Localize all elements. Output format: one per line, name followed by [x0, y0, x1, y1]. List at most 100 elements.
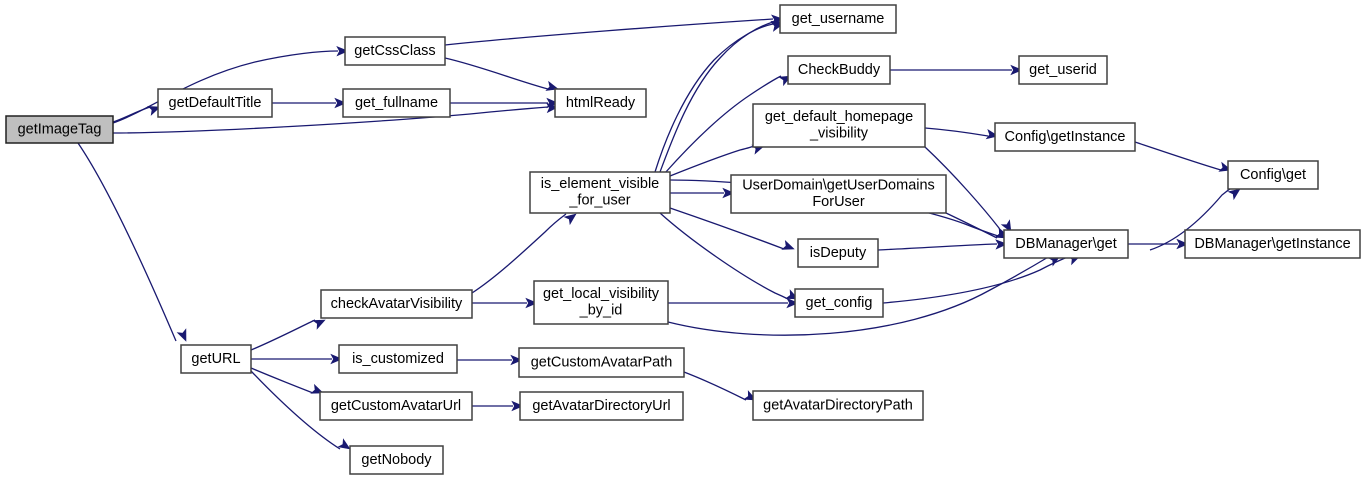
node-get_username[interactable]: get_username	[779, 4, 897, 34]
edge-getCustomAvatarPath-to-getAvatarDirectoryPath	[683, 371, 747, 401]
node-getNobody[interactable]: getNobody	[349, 445, 444, 475]
node-DBManagerget[interactable]: DBManager\get	[1003, 229, 1129, 259]
node-get_default_homepage_visibility[interactable]: get_default_homepage_visibility	[752, 103, 926, 148]
node-box-getImageTag[interactable]	[5, 115, 114, 144]
node-get_fullname[interactable]: get_fullname	[342, 88, 451, 118]
node-box-getAvatarDirectoryPath[interactable]	[752, 390, 924, 421]
node-box-get_fullname[interactable]	[342, 88, 451, 118]
node-label-is_element_visible_for_user: _for_user	[568, 193, 630, 209]
node-box-getCustomAvatarPath[interactable]	[518, 347, 685, 378]
node-label-getCssClass: getCssClass	[354, 43, 435, 59]
edge-is_element_visible_for_user-to-CheckBuddy	[664, 75, 782, 174]
node-get_config[interactable]: get_config	[794, 288, 884, 318]
edge-ConfiggetInstance-to-Configget	[1134, 141, 1222, 171]
node-getCssClass[interactable]: getCssClass	[344, 36, 446, 66]
node-getURL[interactable]: getURL	[180, 344, 252, 374]
arrowhead-isDeputy-to-DBManagerget	[995, 239, 1008, 250]
edge-is_element_visible_for_user-to-get_default_homepage_visibility	[669, 145, 755, 177]
arrowhead-getImageTag-to-getURL	[176, 328, 187, 342]
arrowhead-checkAvatarVisibility-to-get_local_visibility_by_id	[525, 297, 538, 309]
node-checkAvatarVisibility[interactable]: checkAvatarVisibility	[320, 289, 473, 319]
arrowhead-getURL-to-is_customized	[330, 353, 343, 365]
node-is_element_visible_for_user[interactable]: is_element_visible_for_user	[529, 171, 671, 214]
node-box-getURL[interactable]	[180, 344, 252, 374]
arrowhead-getCssClass-to-htmlReady	[545, 80, 559, 91]
node-get_local_visibility_by_id[interactable]: get_local_visibility_by_id	[533, 280, 669, 325]
node-ConfiggetInstance[interactable]: Config\getInstance	[994, 122, 1136, 152]
node-box-getDefaultTitle[interactable]	[157, 88, 273, 118]
node-layer: getImageTag getCssClass getDefaultTitle get…	[5, 4, 1361, 475]
node-label-htmlReady: htmlReady	[566, 95, 636, 111]
edge-getImageTag-to-htmlReady	[112, 106, 549, 134]
arrowhead-getCustomAvatarUrl-to-getAvatarDirectoryUrl	[511, 400, 524, 412]
node-label-getCustomAvatarUrl: getCustomAvatarUrl	[331, 398, 461, 414]
node-box-is_element_visible_for_user[interactable]	[529, 171, 671, 214]
edge-getURL-to-checkAvatarVisibility	[250, 319, 316, 351]
node-box-htmlReady[interactable]	[554, 88, 647, 118]
node-box-is_customized[interactable]	[338, 344, 458, 374]
edge-getImageTag-to-getURL	[77, 142, 177, 342]
edge-is_element_visible_for_user-to-isDeputy	[669, 207, 785, 250]
node-getAvatarDirectoryPath[interactable]: getAvatarDirectoryPath	[752, 390, 924, 421]
edge-UserDomaingetUserDomainsForUser-to-DBManagerget	[945, 212, 998, 239]
node-getCustomAvatarPath[interactable]: getCustomAvatarPath	[518, 347, 685, 378]
node-box-get_config[interactable]	[794, 288, 884, 318]
node-DBManagergetInstance[interactable]: DBManager\getInstance	[1184, 229, 1361, 259]
node-box-getAvatarDirectoryUrl[interactable]	[519, 391, 684, 421]
arrowhead-is_element_visible_for_user-to-UserDomaingetUserDomainsForUser	[722, 187, 735, 199]
node-label-is_element_visible_for_user: is_element_visible	[541, 176, 659, 192]
node-box-DBManagergetInstance[interactable]	[1184, 229, 1361, 259]
edge-checkAvatarVisibility-to-is_element_visible_for_user	[471, 213, 567, 294]
edge-getURL-to-getNobody	[250, 370, 341, 450]
node-getCustomAvatarUrl[interactable]: getCustomAvatarUrl	[319, 391, 473, 421]
node-box-get_userid[interactable]	[1018, 55, 1108, 85]
arrowhead-getURL-to-getCustomAvatarUrl	[310, 383, 324, 394]
node-getImageTag[interactable]: getImageTag	[5, 115, 114, 144]
node-box-isDeputy[interactable]	[797, 238, 879, 268]
node-htmlReady[interactable]: htmlReady	[554, 88, 647, 118]
arrowhead-get_fullname-to-htmlReady	[546, 97, 559, 109]
arrowhead-getURL-to-getNobody	[337, 438, 351, 450]
node-box-checkAvatarVisibility[interactable]	[320, 289, 473, 319]
node-label-getNobody: getNobody	[361, 452, 432, 468]
arrowhead-get_local_visibility_by_id-to-get_config	[786, 297, 799, 309]
edge-DBManagerget-to-Configget	[1149, 188, 1231, 251]
arrowhead-is_element_visible_for_user-to-isDeputy	[781, 240, 795, 250]
node-label-getCustomAvatarPath: getCustomAvatarPath	[531, 354, 673, 370]
node-label-get_config: get_config	[806, 295, 873, 311]
node-label-getDefaultTitle: getDefaultTitle	[169, 95, 262, 111]
node-get_userid[interactable]: get_userid	[1018, 55, 1108, 85]
node-box-ConfiggetInstance[interactable]	[994, 122, 1136, 152]
arrowhead-CheckBuddy-to-get_userid	[1010, 64, 1023, 76]
node-box-getCssClass[interactable]	[344, 36, 446, 66]
node-box-get_local_visibility_by_id[interactable]	[533, 280, 669, 325]
node-box-get_default_homepage_visibility[interactable]	[752, 103, 926, 148]
node-label-UserDomaingetUserDomainsForUser: ForUser	[812, 194, 865, 210]
node-getDefaultTitle[interactable]: getDefaultTitle	[157, 88, 273, 118]
node-box-getNobody[interactable]	[349, 445, 444, 475]
node-CheckBuddy[interactable]: CheckBuddy	[787, 55, 891, 85]
node-label-get_default_homepage_visibility: _visibility	[809, 126, 869, 142]
node-box-UserDomaingetUserDomainsForUser[interactable]	[730, 174, 947, 214]
node-box-get_username[interactable]	[779, 4, 897, 34]
arrowhead-checkAvatarVisibility-to-is_element_visible_for_user	[563, 213, 577, 226]
arrowhead-getDefaultTitle-to-get_fullname	[334, 97, 347, 109]
node-box-CheckBuddy[interactable]	[787, 55, 891, 85]
arrowhead-DBManagerget-to-DBManagergetInstance	[1176, 238, 1189, 250]
node-label-CheckBuddy: CheckBuddy	[798, 62, 881, 78]
node-box-getCustomAvatarUrl[interactable]	[319, 391, 473, 421]
node-isDeputy[interactable]: isDeputy	[797, 238, 879, 268]
node-label-getAvatarDirectoryPath: getAvatarDirectoryPath	[763, 397, 913, 413]
node-label-get_fullname: get_fullname	[355, 95, 438, 111]
edge-get_default_homepage_visibility-to-ConfiggetInstance	[924, 127, 989, 137]
node-label-getAvatarDirectoryUrl: getAvatarDirectoryUrl	[532, 398, 670, 414]
node-box-Configget[interactable]	[1227, 160, 1319, 190]
node-Configget[interactable]: Config\get	[1227, 160, 1319, 190]
node-box-DBManagerget[interactable]	[1003, 229, 1129, 259]
node-is_customized[interactable]: is_customized	[338, 344, 458, 374]
node-getAvatarDirectoryUrl[interactable]: getAvatarDirectoryUrl	[519, 391, 684, 421]
edge-get_config-to-DBManagerget	[882, 255, 1071, 304]
arrowhead-getImageTag-to-getCssClass	[336, 45, 349, 57]
